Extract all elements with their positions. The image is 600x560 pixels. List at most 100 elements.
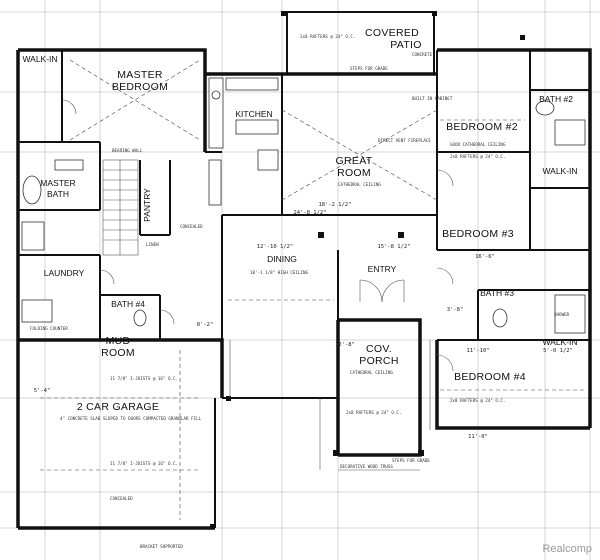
garage-walls xyxy=(18,338,224,398)
plan-linework xyxy=(159,309,175,325)
ceiling-lines xyxy=(40,59,585,520)
plan-linework xyxy=(133,309,147,327)
plan-linework xyxy=(22,175,42,205)
garage-label: 2 CAR GARAGE xyxy=(77,401,159,413)
plan-linework xyxy=(211,90,221,100)
plan-linework xyxy=(436,354,454,372)
plan-annotation: 11 7/8" I-JOISTS @ 16" O.C. xyxy=(110,461,178,466)
bedroom-2-label: BEDROOM #2 xyxy=(446,121,518,133)
plan-annotation: 16'-6" xyxy=(475,254,495,260)
plan-linework xyxy=(432,11,437,16)
plan-linework xyxy=(61,99,77,115)
plan-annotation: 11'-0" xyxy=(468,434,488,440)
dining-label: DINING xyxy=(267,254,297,264)
plan-linework xyxy=(99,269,115,285)
doors xyxy=(61,99,454,372)
plan-linework xyxy=(398,232,404,238)
mud-room-label-2: ROOM xyxy=(101,347,135,359)
plan-annotation: BRACKET SUPPORTED xyxy=(140,544,183,549)
plan-annotation: 5'-4" xyxy=(34,388,51,394)
plan-annotation: STEPS FOR GRADE xyxy=(350,66,388,71)
walk-in-1-label: WALK-IN xyxy=(22,54,57,64)
exterior-wall-northeast xyxy=(437,48,592,428)
walk-in-3-label: WALK-IN xyxy=(542,337,577,347)
cov-porch-label: COV. xyxy=(366,343,392,355)
plan-annotation: CATHEDRAL CEILING xyxy=(338,182,381,187)
laundry-label: LAUNDRY xyxy=(44,268,85,278)
plan-annotation: 2x8 RAFTERS @ 24" O.C. xyxy=(450,398,505,403)
plan-annotation: 12'-10 1/2" xyxy=(257,244,293,250)
exterior-wall-southeast xyxy=(435,340,590,430)
bath-3-label: BATH #3 xyxy=(480,288,514,298)
construction-notes: CONCRETE STEPS FOR GRADE 2x8 RAFTERS @ 2… xyxy=(30,34,570,549)
plan-linework xyxy=(554,294,586,334)
plan-linework xyxy=(554,119,586,146)
plan-annotation: DIRECT VENT FIREPLACE xyxy=(378,138,431,143)
bedroom-3-label: BEDROOM #3 xyxy=(442,228,514,240)
plan-linework xyxy=(208,159,222,206)
plan-annotation: FOLDING COUNTER xyxy=(30,326,68,331)
posts xyxy=(210,11,525,529)
plan-annotation: BEARING WALL xyxy=(112,148,143,153)
plan-linework xyxy=(436,267,454,285)
plan-linework xyxy=(226,396,231,401)
plan-linework xyxy=(418,450,424,456)
kitchen-label: KITCHEN xyxy=(235,109,272,119)
plan-annotation: 11'-10" xyxy=(466,348,489,354)
great-room-label: GREAT xyxy=(336,155,373,167)
plan-linework xyxy=(318,232,324,238)
master-bath-label-2: BATH xyxy=(47,189,69,199)
porch-wall xyxy=(338,318,422,457)
covered-patio-label-2: PATIO xyxy=(390,39,421,51)
dimensions: 24'-8 1/2" 18'-2 1/2" 12'-10 1/2" 15'-8 … xyxy=(34,202,573,440)
plan-linework xyxy=(210,524,215,529)
plan-annotation: CONCEALED xyxy=(180,224,203,229)
entry-label: ENTRY xyxy=(368,264,397,274)
watermark: Realcomp xyxy=(542,543,592,555)
plan-linework xyxy=(535,100,555,116)
plan-linework xyxy=(235,119,279,135)
plan-linework xyxy=(54,159,84,171)
master-bedroom-label-2: BEDROOM xyxy=(112,81,168,93)
plan-annotation: 11 7/8" I-JOISTS @ 16" O.C. xyxy=(110,376,178,381)
plan-annotation: 2x8 RAFTERS @ 24" O.C. xyxy=(346,410,401,415)
master-bedroom-label: MASTER xyxy=(117,69,163,81)
plan-annotation: 2x8 RAFTERS @ 24" O.C. xyxy=(450,154,505,159)
master-bath-label: MASTER xyxy=(40,178,75,188)
plan-linework xyxy=(69,59,201,141)
plan-annotation: 18'-2 1/2" xyxy=(318,202,351,208)
plan-annotation: 15'-8 1/2" xyxy=(377,244,410,250)
plan-annotation: 3'-8" xyxy=(447,307,464,313)
bath-2-label: BATH #2 xyxy=(539,94,573,104)
plan-linework xyxy=(208,77,224,149)
plan-linework xyxy=(21,221,45,251)
plan-annotation: 10'-1 1/8" HIGH CEILING xyxy=(250,270,308,275)
mud-room-label: MUD xyxy=(106,335,131,347)
plan-annotation: CONCRETE xyxy=(412,52,433,57)
plan-linework xyxy=(333,450,339,456)
stairs xyxy=(102,159,139,256)
plan-linework xyxy=(281,11,286,16)
plan-linework xyxy=(21,299,53,323)
plan-annotation: SHOWER xyxy=(554,312,570,317)
plan-annotation: STEPS FOR GRADE xyxy=(392,458,430,463)
plan-annotation: 2x8 RAFTERS @ 24" O.C. xyxy=(300,34,355,39)
plan-annotation: BUILT IN CABINET xyxy=(412,96,453,101)
plan-linework xyxy=(102,159,139,256)
walk-in-2-label: WALK-IN xyxy=(542,166,577,176)
plan-annotation: 5'-0 1/2" xyxy=(543,348,573,354)
room-labels: COVERED PATIO WALK-IN MASTER BEDROOM KIT… xyxy=(22,27,577,413)
plan-annotation: CONCEALED xyxy=(110,496,133,501)
kitchen-fixtures xyxy=(208,77,279,206)
plan-linework xyxy=(436,169,454,187)
plan-annotation: DECORATIVE WOOD TRUSS xyxy=(340,464,393,469)
plan-linework xyxy=(281,109,438,201)
pantry-label: PANTRY xyxy=(142,188,152,222)
bath-4-label: BATH #4 xyxy=(111,299,145,309)
bath-fixtures xyxy=(21,100,586,334)
covered-patio-label: COVERED xyxy=(365,27,419,39)
plan-linework xyxy=(225,77,279,91)
plan-annotation: 8'-2" xyxy=(197,322,214,328)
plan-linework xyxy=(257,149,279,171)
